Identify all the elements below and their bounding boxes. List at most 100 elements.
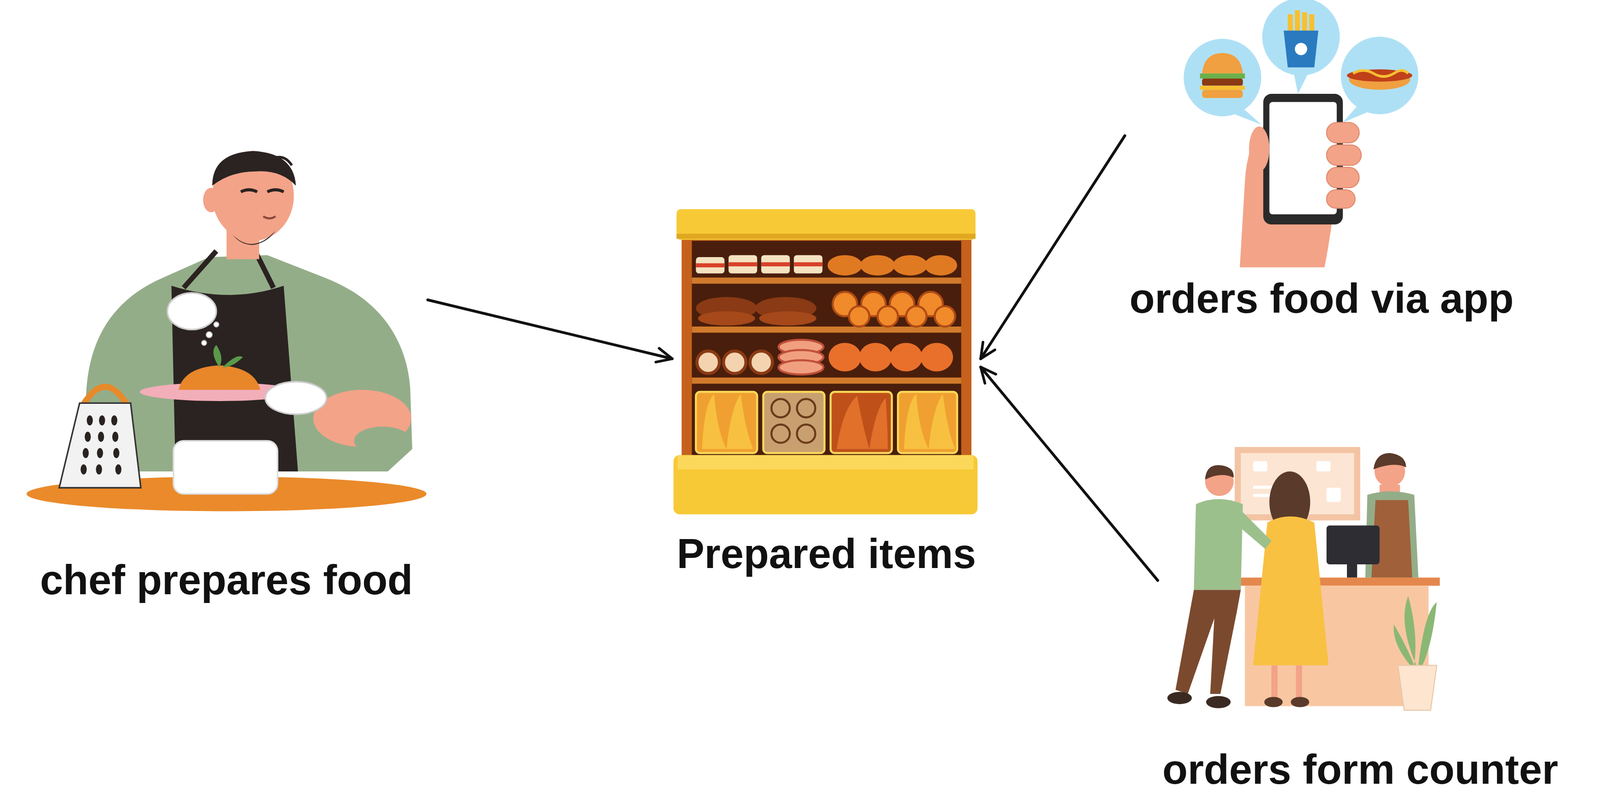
display-case-illustration-part-part bbox=[761, 262, 790, 267]
chef-illustration bbox=[26, 150, 427, 512]
display-case-illustration-part-part bbox=[877, 306, 898, 327]
display-case-illustration-part bbox=[695, 392, 958, 454]
counter-illustration-part bbox=[1236, 510, 1272, 549]
display-case-illustration-part-part bbox=[920, 342, 954, 372]
chef-illustration-part-part bbox=[112, 431, 119, 442]
display-case-illustration-part-part bbox=[828, 342, 862, 372]
display-case-illustration-part-part bbox=[924, 255, 958, 276]
counter-illustration-part bbox=[1290, 697, 1310, 708]
chef-illustration-part bbox=[263, 216, 276, 219]
counter-illustration-part bbox=[1393, 624, 1415, 666]
display-case-illustration-part-part bbox=[750, 351, 773, 374]
counter-illustration-part bbox=[1373, 453, 1407, 470]
chef-illustration-part bbox=[212, 150, 296, 186]
display-case-illustration-part bbox=[681, 234, 972, 465]
display-case-illustration-part-part bbox=[793, 255, 823, 274]
phone-app-illustration-part bbox=[1326, 190, 1356, 209]
counter-illustration-part bbox=[1167, 692, 1192, 705]
chef-illustration-part-part bbox=[115, 464, 122, 475]
counter-illustration-part bbox=[1264, 697, 1283, 708]
chef-illustration-part bbox=[353, 426, 411, 456]
node-label: chef prepares food bbox=[40, 556, 413, 605]
display-case-illustration-part-part bbox=[728, 255, 757, 274]
display-case-illustration-part bbox=[673, 455, 978, 515]
chef-illustration-part bbox=[178, 365, 260, 390]
chef-illustration-part bbox=[173, 440, 278, 494]
display-case-illustration-part bbox=[691, 277, 961, 284]
display-case-illustration-part-part bbox=[797, 399, 816, 418]
display-case-illustration-part bbox=[697, 340, 954, 375]
phone-app-illustration-part bbox=[1352, 70, 1409, 77]
counter-illustration-part bbox=[1253, 461, 1268, 472]
phone-app-illustration bbox=[1183, 0, 1419, 268]
phone-app-illustration-part bbox=[1183, 38, 1262, 117]
chef-illustration-part bbox=[240, 190, 284, 192]
chef-illustration-part bbox=[83, 387, 127, 405]
display-case-illustration-part-part bbox=[906, 306, 927, 327]
chef-illustration-part bbox=[167, 293, 217, 330]
flow-arrow bbox=[980, 135, 1125, 359]
display-case-illustration-part-part bbox=[763, 392, 825, 454]
counter-illustration bbox=[1167, 447, 1440, 711]
display-case-illustration-part bbox=[691, 377, 961, 384]
chef-illustration-part-part bbox=[97, 448, 104, 459]
illustrated-node: orders form counter bbox=[1157, 446, 1563, 794]
display-case-illustration-part-part bbox=[934, 306, 955, 327]
chef-illustration-part-part bbox=[80, 464, 87, 475]
phone-app-illustration-part bbox=[1201, 52, 1243, 74]
chef-illustration-part bbox=[226, 155, 292, 166]
phone-app-illustration-part bbox=[1326, 167, 1360, 188]
phone-app-illustration-part bbox=[1326, 122, 1360, 143]
display-case-illustration-part-part bbox=[695, 257, 725, 274]
phone-app-illustration-part bbox=[1248, 126, 1270, 172]
display-case-illustration-part-part bbox=[892, 255, 928, 276]
node-label: orders form counter bbox=[1162, 746, 1559, 795]
display-case-illustration-part-part bbox=[759, 311, 817, 326]
display-case-illustration-part-part bbox=[702, 393, 754, 450]
display-case-illustration-part-part bbox=[698, 311, 756, 326]
display-case-illustration-part-part bbox=[797, 424, 816, 444]
counter-illustration-part bbox=[1397, 665, 1437, 711]
display-case-illustration-part-part bbox=[827, 255, 862, 276]
display-case-illustration-part-part bbox=[836, 396, 888, 450]
display-case-illustration-part bbox=[691, 241, 961, 458]
phone-app-illustration-part bbox=[1340, 36, 1419, 115]
display-case-illustration-part-part bbox=[793, 262, 823, 267]
display-case-illustration-part-part bbox=[849, 306, 870, 327]
display-case-illustration-part-part bbox=[859, 342, 892, 372]
counter-illustration-part bbox=[1206, 696, 1231, 709]
counter-illustration-part bbox=[1271, 665, 1278, 699]
display-case-illustration-part bbox=[677, 455, 974, 470]
display-case-illustration-part-part bbox=[889, 342, 923, 372]
display-case-illustration-part-part bbox=[771, 424, 790, 444]
counter-illustration-part bbox=[1175, 589, 1242, 694]
display-case-illustration-part-part bbox=[897, 392, 958, 454]
illustrated-node: chef prepares food bbox=[25, 153, 428, 605]
flow-arrow bbox=[427, 300, 673, 359]
display-case-illustration-part-part bbox=[771, 399, 790, 418]
phone-app-illustration-part bbox=[1342, 106, 1368, 123]
phone-app-illustration-part bbox=[1201, 78, 1243, 87]
display-case-illustration-part bbox=[676, 233, 976, 239]
display-case-illustration-part-part bbox=[830, 392, 892, 454]
chef-illustration-part bbox=[80, 415, 122, 475]
chef-illustration-part bbox=[232, 230, 276, 245]
chef-illustration-part bbox=[265, 381, 327, 415]
phone-app-illustration-part bbox=[1346, 69, 1413, 82]
illustrated-node: Prepared items bbox=[672, 209, 981, 579]
counter-illustration-part bbox=[1346, 564, 1358, 578]
chef-illustration-part-part bbox=[95, 464, 102, 475]
phone-app-illustration-part bbox=[1234, 108, 1262, 125]
display-case-illustration-part bbox=[695, 292, 955, 327]
display-case-illustration bbox=[673, 209, 978, 515]
counter-illustration-part bbox=[1193, 499, 1243, 590]
chef-illustration-part bbox=[59, 403, 141, 488]
phone-app-illustration-part bbox=[1283, 30, 1319, 68]
display-case-illustration-part bbox=[695, 255, 958, 276]
display-case-illustration-part-part bbox=[695, 392, 757, 454]
chef-illustration-part bbox=[183, 251, 217, 289]
chef-illustration-part bbox=[201, 340, 207, 346]
counter-illustration-part bbox=[1326, 488, 1341, 503]
